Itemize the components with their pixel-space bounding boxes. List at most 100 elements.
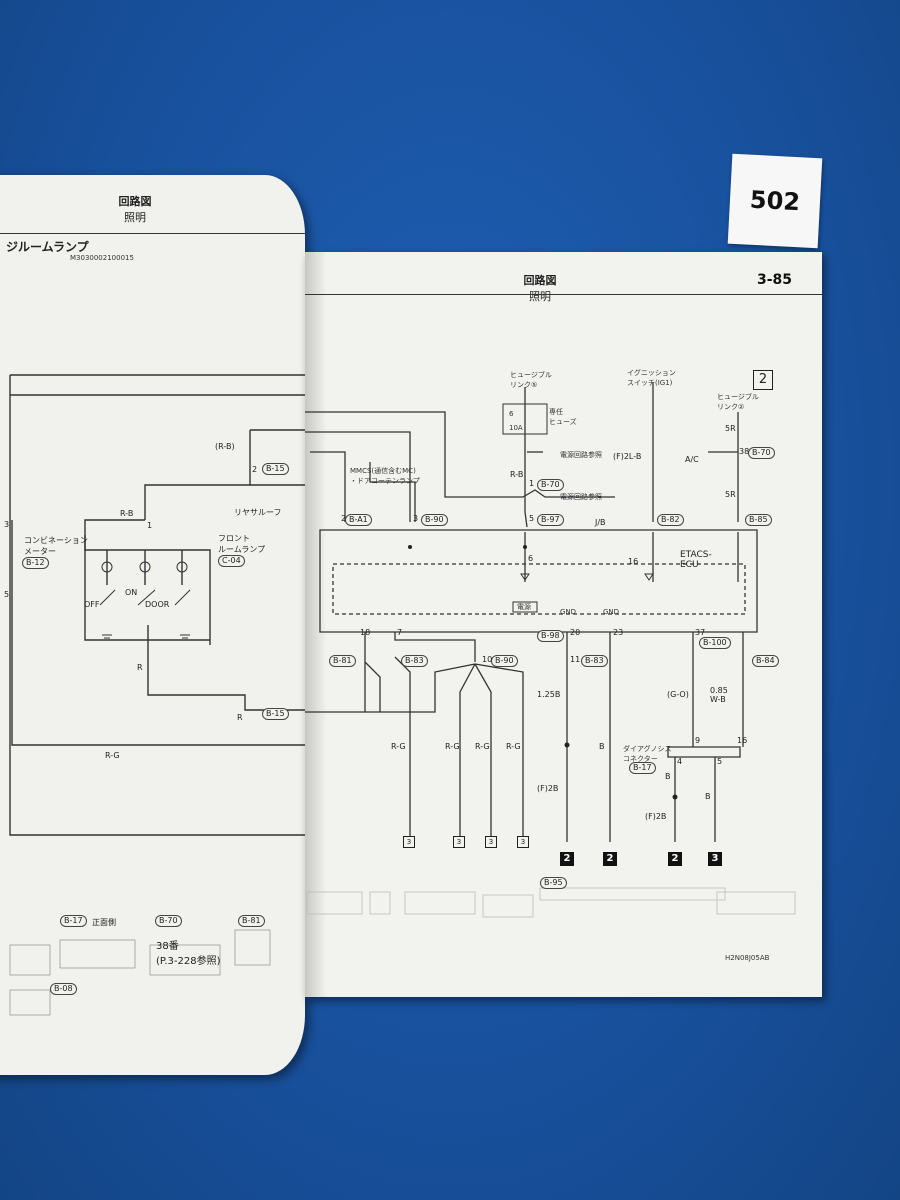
rear-roof-label: リヤサルーフ [234, 508, 282, 517]
connector-b100: B-100 [699, 637, 731, 649]
wire-b-label-1: B [599, 742, 605, 751]
pin-2: 2 [252, 465, 258, 474]
pin-11: 11 [570, 655, 581, 664]
pin-16-diag: 16 [737, 736, 748, 745]
page-number: 3-85 [757, 272, 793, 288]
wire-rg-label: R-G [105, 751, 120, 760]
connector-b70-ac: B-70 [748, 447, 775, 459]
ignition-switch-label: イグニッション スイッチ(IG1) [627, 369, 676, 387]
connector-b12: B-12 [22, 557, 49, 569]
connector-b97: B-97 [537, 514, 564, 526]
off-page-marker-1: 3 [403, 836, 415, 848]
fuse-rating: 10A [509, 424, 523, 432]
ground-mark-2: 2 [603, 852, 617, 866]
diagnosis-connector-label: ダイアグノシス コネクター [623, 745, 672, 763]
ground-mark-3: 2 [668, 852, 682, 866]
wire-rb-label: (R-B) [215, 442, 235, 451]
pin-2-right: 2 [341, 514, 347, 523]
connector-b85: B-85 [745, 514, 772, 526]
pin-5-right: 5 [529, 514, 535, 523]
fusible-link-5-label: ヒュージブル リンク⑤ [510, 371, 552, 389]
pin-10: 10 [482, 655, 493, 664]
ac-label: A/C [685, 455, 699, 464]
left-page-header: 回路図 照明 [100, 193, 170, 225]
right-header-title: 回路図 [523, 274, 557, 287]
connector-b83: B-83 [401, 655, 428, 667]
connector-b84: B-84 [752, 655, 779, 667]
ground-mark-4: 3 [708, 852, 722, 866]
dedicated-fuse-label: 専任 ヒューズ [549, 408, 577, 426]
pin-3: 3 [4, 520, 10, 529]
fusible-link-2-label: ヒュージブル リンク② [717, 393, 759, 411]
pin-9: 9 [695, 736, 701, 745]
left-header-subtitle: 照明 [124, 211, 146, 224]
fuse-number: 6 [509, 410, 514, 418]
left-wiring-diagram [9, 374, 305, 1016]
left-manual-page: 回路図 照明 ジルームランプ M3030002100015 [0, 175, 305, 1075]
wire-go-label: (G-O) [667, 690, 689, 699]
off-page-marker-3: 3 [485, 836, 497, 848]
wire-f2b-label-2: (F)2B [645, 812, 667, 821]
right-wiring-diagram [305, 382, 796, 918]
pin-38: 38 [739, 447, 750, 456]
left-doc-code: M3030002100015 [70, 254, 134, 262]
combination-meter-label: コンビネーション メーター [24, 536, 88, 556]
connector-b95: B-95 [540, 877, 567, 889]
left-section-title: ジルームランプ [6, 240, 89, 254]
wire-b-label-2: B [665, 772, 671, 781]
pin-5-diag: 5 [717, 757, 723, 766]
gnd-label-1: GND [560, 608, 577, 616]
connector-b90-lower: B-90 [491, 655, 518, 667]
connector-b98: B-98 [537, 630, 564, 642]
wire-f2b-label: (F)2B [537, 784, 559, 793]
right-header-subtitle: 照明 [529, 290, 551, 303]
connector-ba1: B-A1 [345, 514, 372, 526]
wire-wb-label: 0.85 W-B [710, 686, 728, 704]
pin-5: 5 [4, 590, 10, 599]
mmcs-label: MMCS(通信含むMC) ・ドアコーテンランプ [350, 467, 420, 485]
front-side-label: 正面側 [92, 918, 116, 927]
sheet-box-number: 2 [753, 370, 773, 390]
pin-23: 23 [613, 628, 624, 637]
pin-7: 7 [397, 628, 403, 637]
junction-block-label: J/B [595, 518, 606, 527]
front-room-lamp-label: フロント ルームランプ [218, 534, 266, 554]
wire-5r-label: 5R [725, 424, 736, 433]
pin-18: 18 [360, 628, 371, 637]
wire-rg-label-4: R-G [506, 742, 521, 751]
switch-on-label: ON [125, 588, 138, 597]
switch-door-label: DOOR [145, 600, 170, 609]
connector-b15: B-15 [262, 463, 289, 475]
connector-b83-lower: B-83 [581, 655, 608, 667]
connector-b17-right: B-17 [629, 762, 656, 774]
power-circuit-ref-2: 電源回路参照 [560, 493, 602, 501]
connector-b70-right: B-70 [537, 479, 564, 491]
connector-b81-right: B-81 [329, 655, 356, 667]
wire-rb2-label: R-B [120, 509, 134, 518]
pin-1-right: 1 [529, 479, 535, 488]
wire-5r-label-2: 5R [725, 490, 736, 499]
gnd-label-2: GND [603, 608, 620, 616]
pin-20: 20 [570, 628, 581, 637]
item-number-sticker: 502 [727, 153, 823, 249]
wire-r2-label: R [237, 713, 243, 722]
connector-b82: B-82 [657, 514, 684, 526]
connector-b81: B-81 [238, 915, 265, 927]
right-page-header: 回路図 照明 [505, 272, 575, 304]
ground-mark-1: 2 [560, 852, 574, 866]
off-page-marker-2: 3 [453, 836, 465, 848]
wire-rg-label-3: R-G [475, 742, 490, 751]
connector-c04: C-04 [218, 555, 245, 567]
etacs-ecu-label: ETACS- ECU [680, 550, 712, 570]
pin-6: 6 [528, 554, 534, 563]
off-page-marker-4: 3 [517, 836, 529, 848]
connector-b17: B-17 [60, 915, 87, 927]
connector-b70: B-70 [155, 915, 182, 927]
connector-b08: B-08 [50, 983, 77, 995]
reference-note: 38番 (P.3-228参照) [156, 941, 221, 967]
pin-4: 4 [677, 757, 683, 766]
pin-1: 1 [147, 521, 153, 530]
wire-rg-label-2: R-G [445, 742, 460, 751]
switch-off-label: OFF [84, 600, 100, 609]
right-manual-page: 回路図 照明 3-85 2 [305, 252, 822, 997]
